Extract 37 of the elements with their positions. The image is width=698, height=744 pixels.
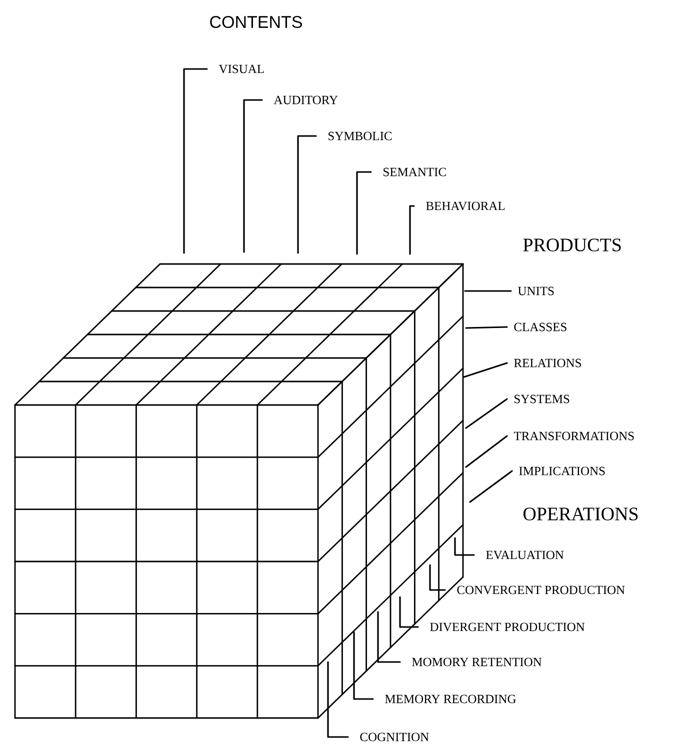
leader-line [243, 99, 263, 253]
leader-line [465, 326, 508, 329]
leader-line [454, 537, 475, 556]
leader-line [463, 362, 508, 378]
category-label: VISUAL [218, 64, 264, 74]
category-label: CLASSES [514, 322, 566, 332]
axis-heading: OPERATIONS [523, 508, 638, 520]
category-label: MEMORY RECORDING [385, 694, 516, 704]
category-label: UNITS [518, 286, 554, 296]
category-label: CONVERGENT PRODUCTION [457, 586, 625, 594]
category-label: EVALUATION [486, 550, 564, 560]
leader-line [356, 171, 372, 255]
category-label: SYMBOLIC [328, 132, 392, 140]
category-label: SEMANTIC [384, 168, 446, 176]
axis-heading: PRODUCTS [523, 238, 621, 252]
category-label: AUDITORY [274, 96, 338, 104]
category-label: IMPLICATIONS [519, 466, 605, 476]
category-label: SYSTEMS [514, 394, 570, 404]
leader-line [297, 135, 317, 254]
category-label: DIVERGENT PRODUCTION [430, 622, 585, 632]
leader-line [327, 661, 349, 738]
leader-line [465, 435, 508, 468]
axis-heading: CONTENTS [210, 16, 302, 28]
leader-line [429, 564, 446, 591]
category-label: TRANSFORMATIONS [514, 432, 634, 440]
leader-line [377, 611, 401, 663]
leader-line [409, 205, 415, 255]
category-label: COGNITION [360, 732, 429, 742]
leader-line [353, 631, 374, 700]
category-label: MOMORY RETENTION [412, 658, 542, 666]
leader-line [465, 398, 508, 429]
category-label: BEHAVIORAL [426, 202, 505, 210]
leader-line [183, 68, 208, 254]
category-label: RELATIONS [514, 358, 581, 368]
leader-line [464, 290, 512, 292]
leader-line [399, 596, 419, 628]
leader-line [469, 470, 513, 503]
